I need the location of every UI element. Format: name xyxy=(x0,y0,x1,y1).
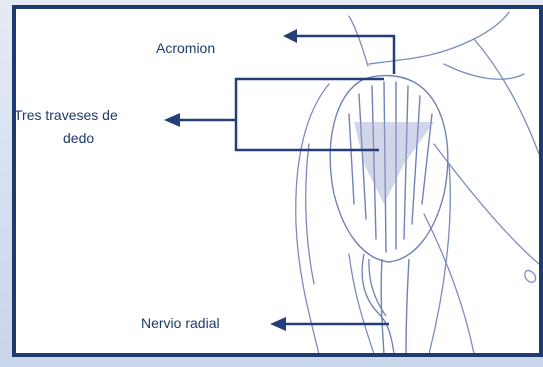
scapula-outline xyxy=(444,64,524,79)
neck-outline xyxy=(349,16,368,66)
acromion-label: Acromion xyxy=(156,39,215,57)
radial-nerve-branch xyxy=(369,259,386,316)
arm-left-outline xyxy=(296,84,329,353)
acromion-leader xyxy=(294,36,394,74)
illustration-panel: Acromion Tres traveses de dedo Nervio ra… xyxy=(12,5,543,357)
humerus-right xyxy=(406,259,409,353)
nervio-radial-label: Nervio radial xyxy=(141,314,220,332)
arm-right-outline xyxy=(429,164,450,353)
nipple-outline xyxy=(525,270,536,282)
back-outline xyxy=(474,39,539,154)
tres-traveses-label-line2: dedo xyxy=(63,129,94,147)
arm-left-inner xyxy=(306,144,314,284)
tres-traveses-label-line1: Tres traveses de xyxy=(14,106,118,124)
arrow-left-icon xyxy=(164,29,297,331)
humerus-left xyxy=(381,259,384,353)
deltoid-shading xyxy=(354,122,434,204)
shoulder-anatomy-drawing xyxy=(16,9,539,353)
